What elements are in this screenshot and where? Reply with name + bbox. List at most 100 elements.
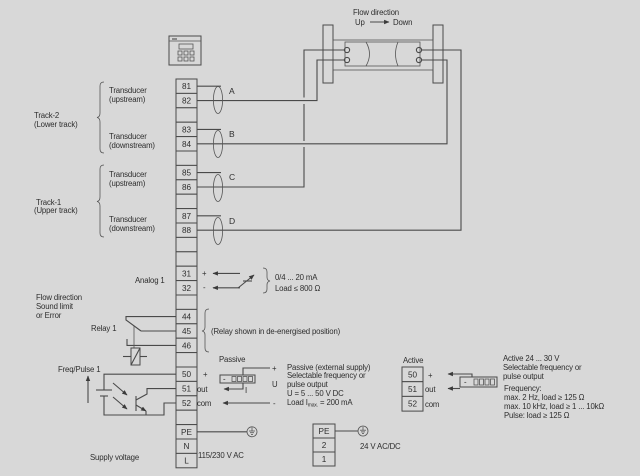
track-1-name: Track-1 — [36, 198, 61, 207]
active-terminal-51: 51 — [408, 385, 418, 394]
passive-pin-plus: + — [203, 370, 208, 379]
dc-terminal-pe: PE — [319, 427, 330, 436]
track-2-brace — [96, 81, 105, 154]
terminal-cell — [175, 352, 198, 368]
relay-note: (Relay shown in de-energised position) — [211, 327, 341, 336]
active-desc-2: Selectable frequency or — [503, 363, 582, 372]
transducer-right-bottom-icon — [415, 56, 423, 64]
active-terminal-cell — [401, 395, 424, 412]
passive-desc-4: U = 5 ... 50 V DC — [287, 389, 344, 398]
relay-label: Relay 1 — [91, 324, 116, 333]
transducer-left-bottom-icon — [343, 56, 351, 64]
passive-counter-icon: - — [219, 374, 256, 384]
cable-label-b: B — [229, 129, 235, 139]
passive-load-prefix: Load I — [287, 398, 308, 407]
active-counter-icon: - — [459, 376, 498, 388]
relay-coil-icon — [123, 347, 147, 366]
flow-down-label: Down — [393, 18, 412, 27]
terminal-label-31: 31 — [182, 269, 192, 278]
relay-output: Flow direction Sound limit or Error Rela… — [36, 293, 341, 366]
passive-output: Passive + out com - + U - I Passive (ext… — [197, 355, 371, 409]
terminal-label-50: 50 — [182, 370, 192, 379]
analog-label: Analog 1 — [135, 276, 165, 285]
cable-c-shield-icon — [212, 174, 223, 202]
terminal-label-88: 88 — [182, 226, 192, 235]
passive-pin-com: com — [197, 399, 211, 408]
active-desc-3: pulse output — [503, 372, 545, 381]
flow-direction-label: Flow direction — [353, 8, 399, 17]
dc-terminal-2: 2 — [322, 441, 327, 450]
track-2-name: Track-2 — [34, 111, 59, 120]
track-1-downstream-sub: (downstream) — [109, 224, 155, 233]
wire-50 — [103, 373, 176, 390]
passive-desc-3: pulse output — [287, 380, 329, 389]
supply-voltage-label: Supply voltage — [90, 453, 139, 462]
terminal-label-45: 45 — [182, 327, 192, 336]
track-2-upstream-sub: (upstream) — [109, 95, 146, 104]
battery-icon — [96, 389, 112, 397]
active-frequency-2: max. 10 kHz, load ≥ 1 ... 10kΩ — [504, 402, 604, 411]
dc-supply-label: 24 V AC/DC — [360, 442, 401, 451]
active-frequency-1: max. 2 Hz, load ≥ 125 Ω — [504, 393, 585, 402]
transducer-wiring: A B C D — [197, 49, 462, 245]
active-desc-1: Active 24 ... 30 V — [503, 354, 560, 363]
passive-load-sub: max. — [308, 403, 318, 409]
optocoupler-led-arrows-icon — [112, 382, 128, 410]
relay-brace — [201, 308, 210, 353]
terminal-cell — [175, 193, 198, 210]
track-1-downstream-title: Transducer — [109, 215, 147, 224]
active-pin-out: out — [425, 385, 436, 394]
terminal-label-83: 83 — [182, 125, 192, 134]
terminal-label-85: 85 — [182, 169, 192, 178]
flow-meter: Flow direction Up Down — [322, 8, 444, 84]
relay-function-2: Sound limit — [36, 302, 74, 311]
terminal-label-pe: PE — [181, 428, 192, 437]
track-1-brace — [96, 164, 105, 238]
cable-label-a: A — [229, 86, 235, 96]
terminal-cell — [175, 452, 198, 469]
terminal-cell — [175, 236, 198, 253]
converter-device-icon — [168, 35, 202, 66]
passive-supply-plus: + — [272, 364, 277, 373]
passive-counter-sign: - — [223, 375, 226, 384]
track-2-sub: (Lower track) — [34, 120, 78, 129]
analog-minus-sign: - — [203, 283, 206, 292]
freq-pulse-label: Freq/Pulse 1 — [58, 365, 100, 374]
active-terminal-50: 50 — [408, 371, 418, 380]
track-1-upstream-sub: (upstream) — [109, 179, 146, 188]
track-1-sub: (Upper track) — [34, 206, 78, 215]
freq-pulse-output: Freq/Pulse 1 — [58, 365, 176, 416]
track-2-group: Track-2 (Lower track) Transducer (upstre… — [34, 81, 156, 154]
track-2-upstream-title: Transducer — [109, 86, 147, 95]
wire-86 — [197, 49, 344, 188]
passive-load-suffix: = 200 mA — [318, 398, 353, 407]
terminal-label-84: 84 — [182, 140, 192, 149]
dc-terminal-1: 1 — [322, 455, 327, 464]
passive-supply-wire — [242, 367, 270, 375]
left-flange — [322, 24, 334, 84]
terminal-label-52: 52 — [182, 399, 192, 408]
terminal-label-81: 81 — [182, 82, 192, 91]
analog-spec-load: Load ≤ 800 Ω — [275, 284, 320, 293]
active-frequency-title: Frequency: — [504, 384, 542, 393]
active-pin-plus: + — [428, 371, 433, 380]
passive-desc-load: Load Imax. = 200 mA — [287, 398, 353, 409]
passive-current-i: I — [245, 386, 247, 395]
terminal-label-l: L — [184, 457, 189, 466]
terminal-cell — [175, 409, 198, 426]
transistor-icon — [135, 388, 176, 415]
tube-contour — [365, 41, 399, 67]
passive-voltage-u: U — [272, 380, 278, 389]
flow-up-label: Up — [355, 18, 365, 27]
ac-supply-label: 115/230 V AC — [198, 451, 244, 460]
supply-section: 115/230 V AC Supply voltage PE 2 1 24 V … — [90, 423, 401, 467]
earth-ground-icon — [246, 426, 258, 438]
passive-out-arrow-icon — [223, 383, 244, 392]
analog-plus-sign: + — [202, 269, 207, 278]
transducer-right-top-icon — [415, 46, 423, 54]
terminal-cell — [175, 294, 198, 310]
cable-a-shield-icon — [212, 86, 223, 114]
analog-spec-current: 0/4 ... 20 mA — [275, 273, 318, 282]
